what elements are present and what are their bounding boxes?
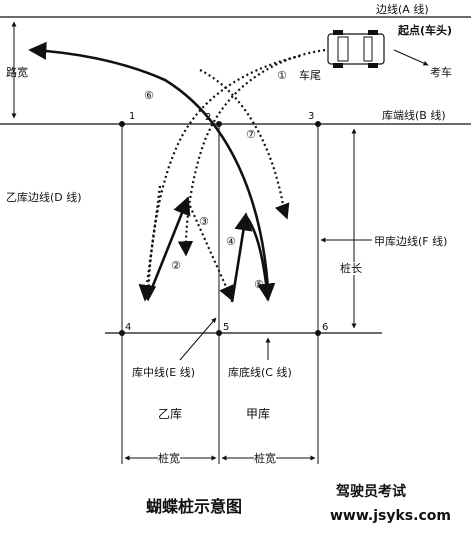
road-width-label: 路宽 (6, 66, 28, 79)
start-point-label: 起点(车头) (398, 24, 453, 37)
path-reverse-into-b (140, 54, 301, 302)
stake-number-1: 1 (129, 111, 136, 122)
garage-bottom-line-label: 库底线(C 线) (228, 366, 292, 379)
watermark-url: www.jsyks.com (330, 508, 451, 524)
tail-label: 车尾 (299, 69, 321, 82)
path-step-3 (188, 205, 234, 302)
path-step-4 (230, 212, 253, 303)
stake-number-5: 5 (223, 322, 230, 333)
stake-length-label: 桩长 (340, 262, 362, 275)
garage-b-side-line-label: 乙库边线(D 线) (6, 191, 82, 204)
diagram-title: 蝴蝶桩示意图 (146, 497, 243, 516)
stake-number-4: 4 (125, 322, 132, 333)
step-marker-4: ④ (226, 235, 236, 248)
step-marker-3: ③ (199, 215, 209, 228)
stake-width-left-label: 桩宽 (158, 452, 180, 465)
examinee-car-label: 考车 (430, 66, 452, 79)
stake-2 (216, 121, 222, 127)
garage-b-label: 乙库 (158, 407, 183, 421)
path-enter-b (138, 185, 162, 302)
stake-number-2: 2 (205, 112, 212, 123)
car-icon (327, 30, 385, 68)
examinee-car-pointer (393, 49, 429, 66)
stake-number-3: 3 (308, 111, 315, 122)
path-step-5 (244, 215, 276, 302)
step-marker-7: ⑦ (246, 128, 256, 141)
stake-number-6: 6 (322, 322, 329, 333)
path-step-6 (28, 41, 270, 291)
stake-5 (216, 330, 222, 336)
stake-width-right-label: 桩宽 (254, 452, 276, 465)
path-step-7 (199, 69, 290, 220)
watermark-name: 驾驶员考试 (336, 484, 406, 500)
garage-a-label: 甲库 (246, 407, 271, 421)
garage-end-line-label: 库端线(B 线) (382, 109, 446, 122)
garage-center-line-label: 库中线(E 线) (132, 366, 196, 379)
step-marker-2: ② (171, 259, 181, 272)
side-line-label: 边线(A 线) (376, 3, 429, 16)
e-line-pointer (179, 317, 217, 361)
path-step-1 (177, 48, 326, 257)
stake-4 (119, 330, 125, 336)
stake-1 (119, 121, 125, 127)
step-marker-5: ⑤ (254, 278, 264, 291)
step-marker-1: ① (277, 69, 287, 82)
garage-a-side-line-label: 甲库边线(F 线) (374, 235, 448, 248)
step-marker-6: ⑥ (144, 89, 154, 102)
path-step-2 (146, 196, 191, 299)
stake-3 (315, 121, 321, 127)
stake-6 (315, 330, 321, 336)
